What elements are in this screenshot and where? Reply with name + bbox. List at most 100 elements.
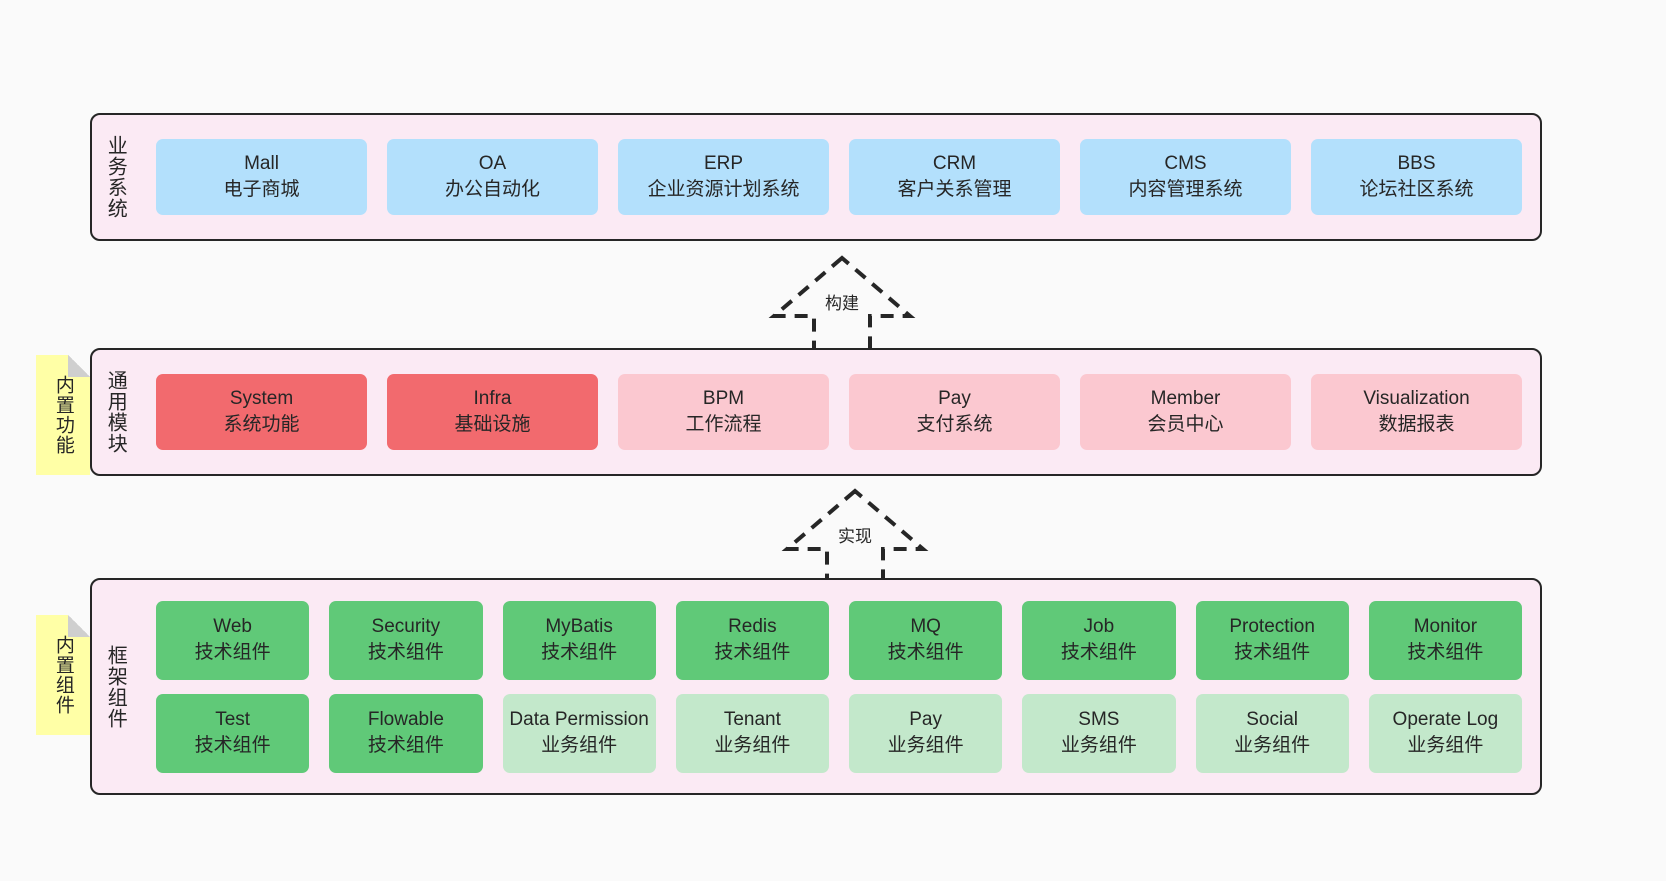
node-security[interactable]: Security 技术组件	[329, 600, 483, 680]
node-crm-cn: 客户关系管理	[897, 179, 1012, 200]
note-builtin-component: 内置组件	[36, 615, 90, 735]
node-sms[interactable]: SMS 业务组件	[1022, 693, 1176, 773]
node-bpm-en: BPM	[702, 388, 745, 410]
node-bpm[interactable]: BPM 工作流程	[618, 374, 829, 450]
node-erp-cn: 企业资源计划系统	[647, 179, 800, 200]
layer-framework-component-row-biz: Test 技术组件 Flowable 技术组件 Data Permission …	[156, 693, 1522, 773]
node-data-permission-cn: 业务组件	[541, 735, 618, 756]
node-job-cn: 技术组件	[1060, 642, 1137, 663]
layer-business-system: 业务系统 Mall 电子商城 OA 办公自动化 ERP 企业资源计划系统 CRM…	[90, 113, 1542, 241]
node-operate-log-en: Operate Log	[1392, 709, 1499, 731]
node-social-cn: 业务组件	[1234, 735, 1311, 756]
node-security-en: Security	[371, 616, 441, 638]
connector-build: 构建	[762, 254, 922, 352]
node-system[interactable]: System 系统功能	[156, 374, 367, 450]
node-test-en: Test	[215, 709, 251, 731]
node-sms-cn: 业务组件	[1060, 735, 1137, 756]
layer-framework-component-row-tech: Web 技术组件 Security 技术组件 MyBatis 技术组件 Redi…	[156, 600, 1522, 680]
node-protection-cn: 技术组件	[1234, 642, 1311, 663]
node-sms-en: SMS	[1078, 709, 1120, 731]
node-oa[interactable]: OA 办公自动化	[387, 139, 598, 215]
node-oa-en: OA	[478, 153, 507, 175]
node-job[interactable]: Job 技术组件	[1022, 600, 1176, 680]
node-crm[interactable]: CRM 客户关系管理	[849, 139, 1060, 215]
layer-common-module-row: System 系统功能 Infra 基础设施 BPM 工作流程 Pay 支付系统…	[156, 374, 1522, 450]
node-cms[interactable]: CMS 内容管理系统	[1080, 139, 1291, 215]
node-security-cn: 技术组件	[367, 642, 444, 663]
node-web-en: Web	[213, 616, 252, 638]
note-builtin-function: 内置功能	[36, 355, 90, 475]
layer-common-module-title: 通用模块	[104, 370, 127, 454]
node-mybatis-cn: 技术组件	[541, 642, 618, 663]
node-redis-en: Redis	[728, 616, 777, 638]
layer-business-system-row: Mall 电子商城 OA 办公自动化 ERP 企业资源计划系统 CRM 客户关系…	[156, 139, 1522, 215]
node-member-en: Member	[1150, 388, 1221, 410]
node-bbs-cn: 论坛社区系统	[1359, 179, 1474, 200]
node-tenant-cn: 业务组件	[714, 735, 791, 756]
node-mall-cn: 电子商城	[223, 179, 300, 200]
node-visualization[interactable]: Visualization 数据报表	[1311, 374, 1522, 450]
node-tenant[interactable]: Tenant 业务组件	[675, 693, 829, 773]
node-infra[interactable]: Infra 基础设施	[387, 374, 598, 450]
node-web-cn: 技术组件	[194, 642, 271, 663]
node-social-en: Social	[1246, 709, 1298, 731]
connector-realize: 实现	[775, 487, 935, 585]
node-job-en: Job	[1083, 616, 1115, 638]
node-bpm-cn: 工作流程	[685, 414, 762, 435]
node-pay-component[interactable]: Pay 业务组件	[849, 693, 1003, 773]
node-pay-module-en: Pay	[938, 388, 971, 410]
node-mall[interactable]: Mall 电子商城	[156, 139, 367, 215]
node-monitor[interactable]: Monitor 技术组件	[1368, 600, 1522, 680]
node-erp-en: ERP	[703, 153, 744, 175]
node-mall-en: Mall	[244, 153, 279, 175]
node-tenant-en: Tenant	[723, 709, 781, 731]
node-infra-en: Infra	[473, 388, 512, 410]
layer-framework-component-body: Web 技术组件 Security 技术组件 MyBatis 技术组件 Redi…	[138, 580, 1540, 793]
node-visualization-en: Visualization	[1363, 388, 1470, 410]
node-flowable-cn: 技术组件	[367, 735, 444, 756]
node-cms-cn: 内容管理系统	[1128, 179, 1243, 200]
node-protection[interactable]: Protection 技术组件	[1195, 600, 1349, 680]
node-erp[interactable]: ERP 企业资源计划系统	[618, 139, 829, 215]
node-data-permission[interactable]: Data Permission 业务组件	[502, 693, 656, 773]
node-mq-cn: 技术组件	[887, 642, 964, 663]
node-visualization-cn: 数据报表	[1378, 414, 1455, 435]
node-data-permission-en: Data Permission	[509, 709, 649, 731]
node-redis[interactable]: Redis 技术组件	[675, 600, 829, 680]
node-pay-module[interactable]: Pay 支付系统	[849, 374, 1060, 450]
node-bbs-en: BBS	[1397, 153, 1436, 175]
node-flowable-en: Flowable	[367, 709, 444, 731]
node-monitor-cn: 技术组件	[1407, 642, 1484, 663]
node-cms-en: CMS	[1164, 153, 1207, 175]
node-system-en: System	[229, 388, 294, 410]
node-pay-component-cn: 业务组件	[887, 735, 964, 756]
node-web[interactable]: Web 技术组件	[156, 600, 310, 680]
node-member[interactable]: Member 会员中心	[1080, 374, 1291, 450]
node-test[interactable]: Test 技术组件	[156, 693, 310, 773]
node-mq-en: MQ	[910, 616, 941, 638]
node-test-cn: 技术组件	[194, 735, 271, 756]
node-social[interactable]: Social 业务组件	[1195, 693, 1349, 773]
layer-business-system-body: Mall 电子商城 OA 办公自动化 ERP 企业资源计划系统 CRM 客户关系…	[138, 115, 1540, 239]
node-bbs[interactable]: BBS 论坛社区系统	[1311, 139, 1522, 215]
node-mybatis[interactable]: MyBatis 技术组件	[502, 600, 656, 680]
node-monitor-en: Monitor	[1413, 616, 1478, 638]
node-oa-cn: 办公自动化	[444, 179, 540, 200]
node-operate-log-cn: 业务组件	[1407, 735, 1484, 756]
node-operate-log[interactable]: Operate Log 业务组件	[1368, 693, 1522, 773]
node-infra-cn: 基础设施	[454, 414, 531, 435]
connector-build-label: 构建	[821, 288, 863, 315]
node-flowable[interactable]: Flowable 技术组件	[329, 693, 483, 773]
note-builtin-component-label: 内置组件	[52, 635, 74, 715]
node-member-cn: 会员中心	[1147, 414, 1224, 435]
layer-framework-component-title: 框架组件	[104, 644, 127, 729]
node-crm-en: CRM	[932, 153, 977, 175]
node-mq[interactable]: MQ 技术组件	[849, 600, 1003, 680]
node-redis-cn: 技术组件	[714, 642, 791, 663]
layer-business-system-title: 业务系统	[104, 135, 127, 219]
layer-framework-component: 框架组件 Web 技术组件 Security 技术组件 MyBatis 技术组件…	[90, 578, 1542, 795]
node-system-cn: 系统功能	[223, 414, 300, 435]
node-pay-module-cn: 支付系统	[916, 414, 993, 435]
node-protection-en: Protection	[1229, 616, 1315, 638]
